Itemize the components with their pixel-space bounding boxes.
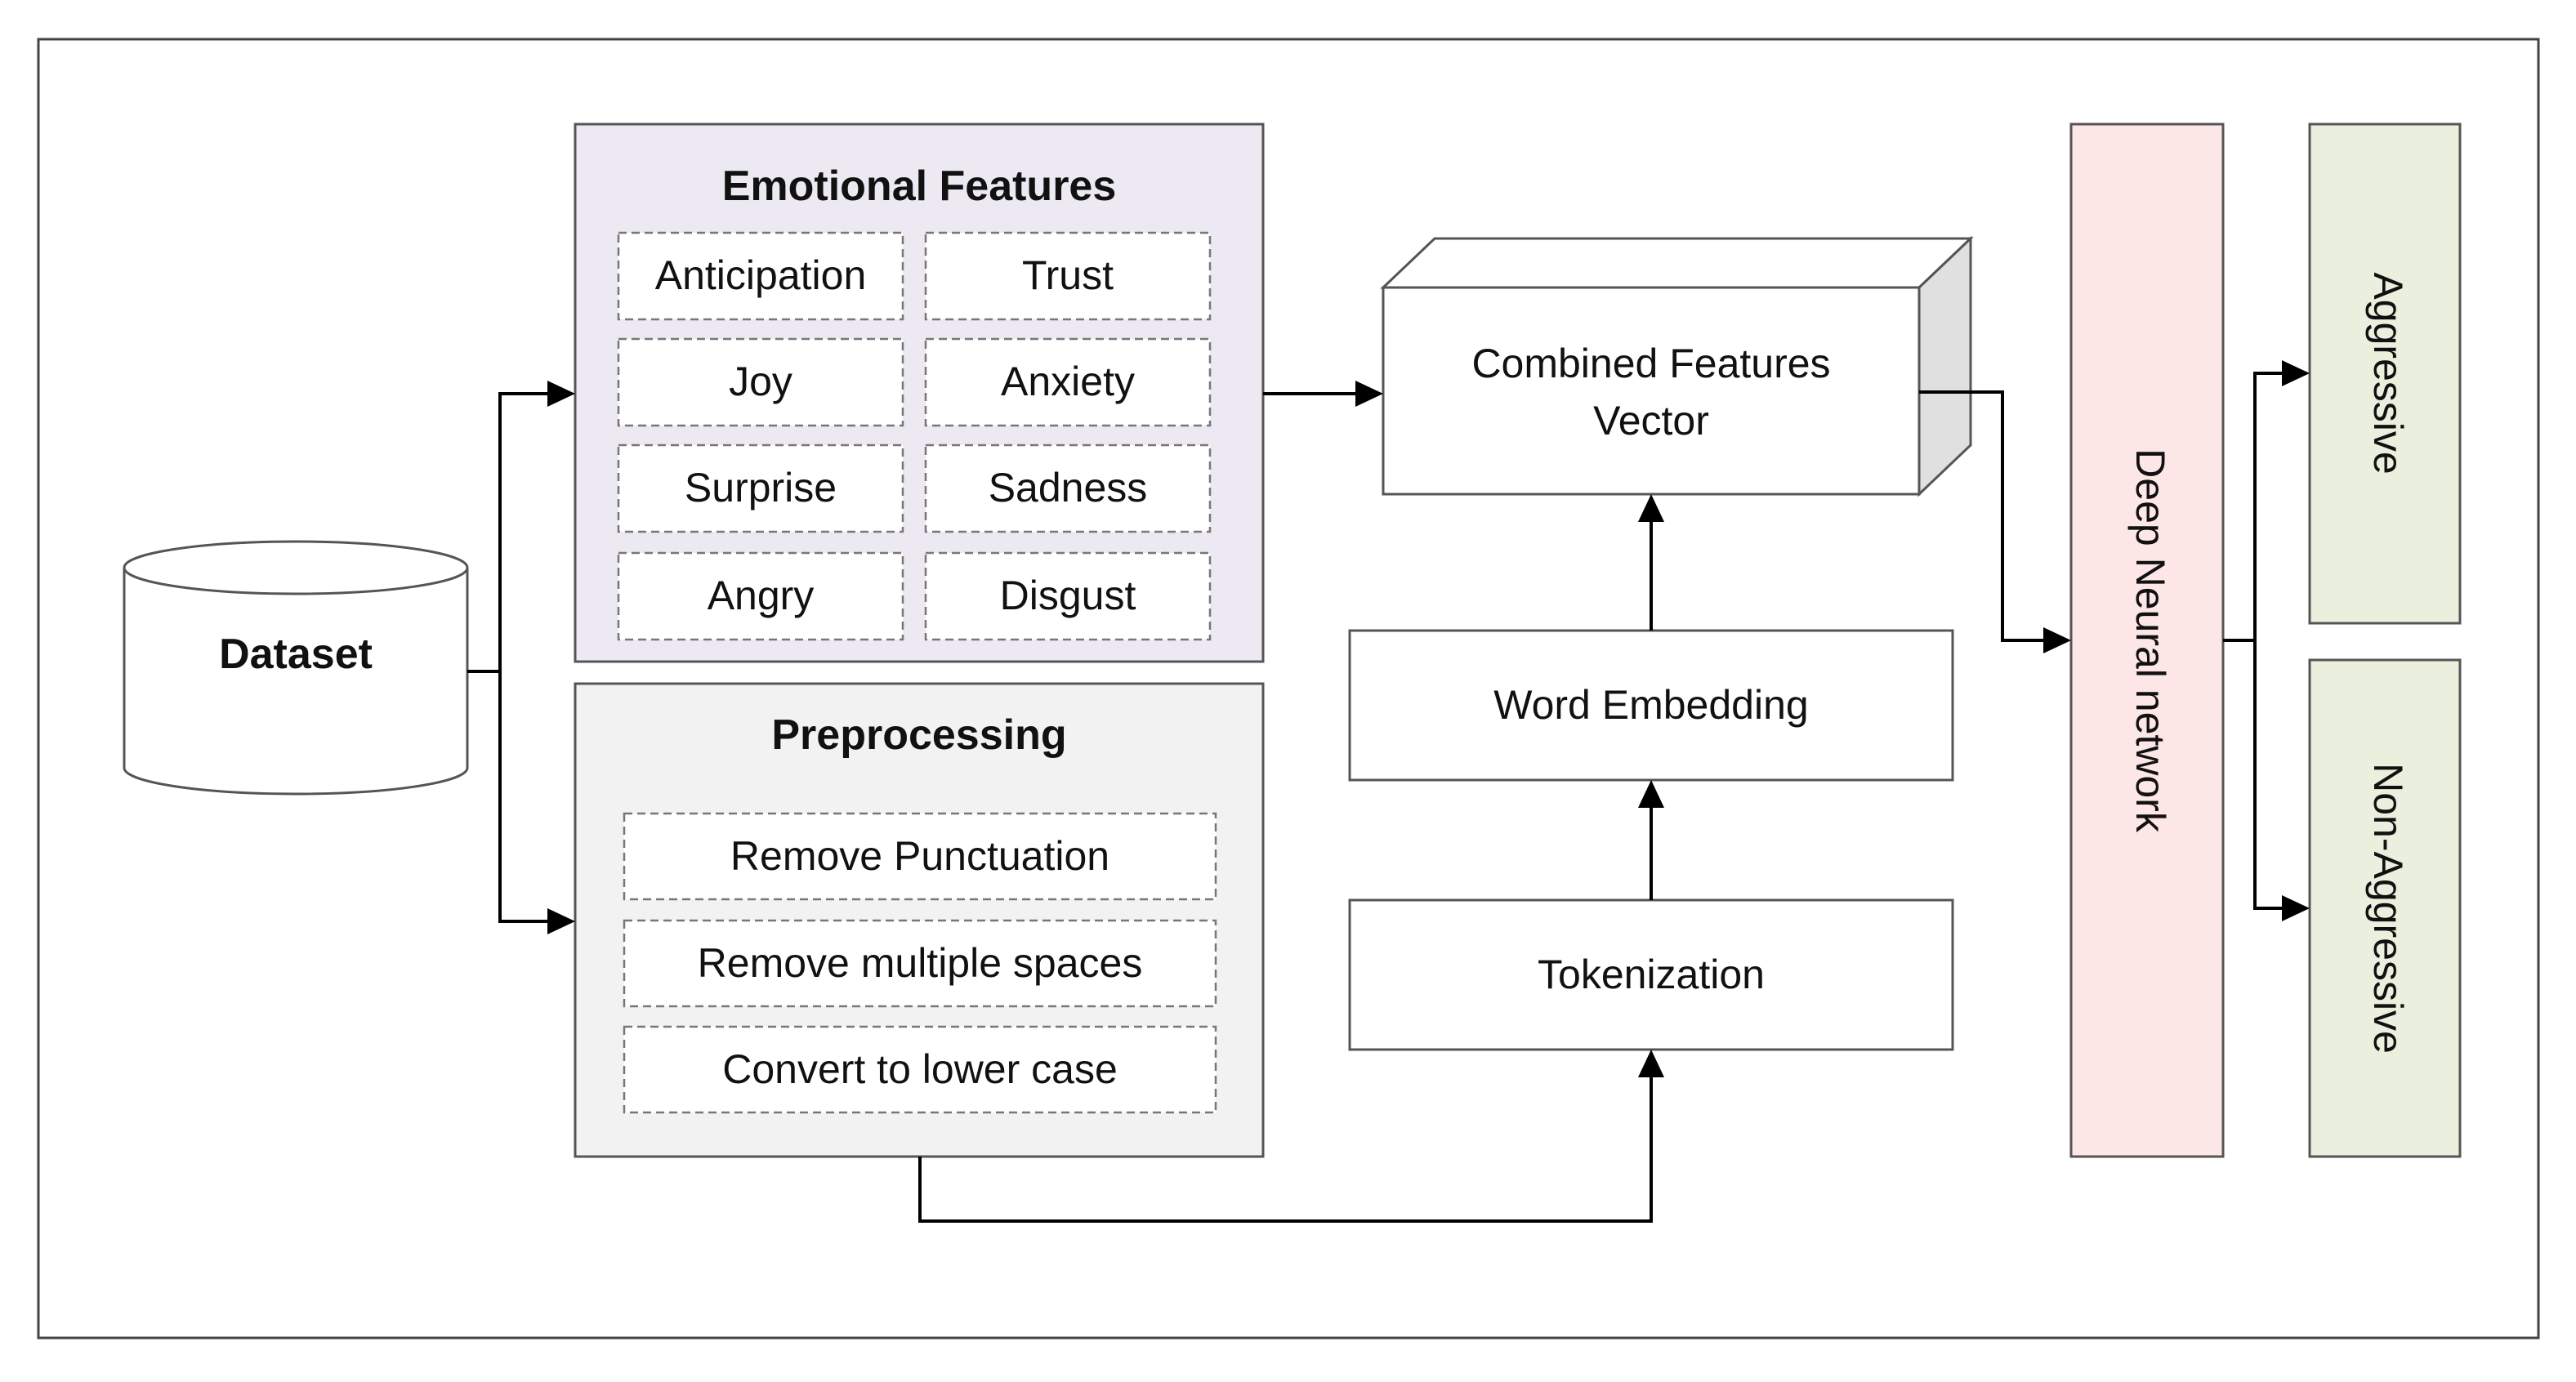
emotion-label: Angry [708, 573, 815, 618]
cube-front-face [1382, 286, 1921, 496]
word-embedding-box [1348, 629, 1954, 782]
aggressive-label: Aggressive [2365, 272, 2411, 474]
emotion-box [617, 337, 904, 427]
arrowhead [2043, 627, 2071, 653]
arrowhead [1355, 381, 1383, 407]
emotion-label: Disgust [1000, 573, 1136, 618]
emotion-box [924, 444, 1212, 533]
tokenization-box [1348, 898, 1954, 1051]
preprocessing-step-label: Convert to lower case [722, 1046, 1118, 1092]
emotional-features-panel: Emotional Features Anticipation Trust Jo… [574, 123, 1265, 663]
aggressive-box [2308, 123, 2462, 625]
dataset-to-emotional-connector [498, 392, 547, 671]
combined-features-cube: Combined Features Vector [1380, 235, 1974, 497]
preprocessing-step-box [623, 1025, 1217, 1114]
arrowhead [2282, 895, 2310, 921]
combined-features-line2: Vector [1593, 398, 1709, 444]
dnn-to-aggressive-connector [2253, 372, 2282, 640]
word-embedding-label: Word Embedding [1493, 682, 1808, 728]
emotion-box [617, 231, 904, 321]
arrowhead [2282, 360, 2310, 386]
arrowhead [1638, 494, 1664, 522]
dnn-to-non-aggressive-connector [2253, 640, 2282, 910]
dataset-cylinder-body [123, 568, 469, 796]
dnn-label: Deep Neural network [2127, 448, 2173, 833]
dataset-to-preprocessing-connector [498, 671, 547, 923]
outer-frame [37, 38, 2540, 1340]
dataset-cylinder-top [123, 540, 469, 595]
preprocessing-panel: Preprocessing Remove Punctuation Remove … [574, 682, 1265, 1158]
preprocessing-title: Preprocessing [771, 711, 1066, 759]
emotion-box [617, 444, 904, 533]
emotion-label: Anticipation [655, 252, 867, 298]
preprocessing-step-label: Remove multiple spaces [698, 940, 1143, 986]
combined-features-line1: Combined Features [1471, 341, 1830, 386]
emotion-label: Anxiety [1001, 359, 1135, 404]
emotion-label: Surprise [685, 465, 837, 510]
combined-to-dnn-connector [1919, 390, 2043, 642]
preprocessing-to-tokenization-connector [918, 1077, 1653, 1223]
dnn-box [2069, 123, 2225, 1158]
emotion-label: Trust [1022, 252, 1114, 298]
preprocessing-step-box [623, 919, 1217, 1008]
dataset-cylinder: Dataset [123, 540, 469, 796]
emotion-box [924, 337, 1212, 427]
emotion-label: Joy [729, 359, 792, 404]
arrowhead [1638, 1050, 1664, 1077]
tokenization-label: Tokenization [1538, 952, 1765, 997]
emotion-box [924, 231, 1212, 321]
preprocessing-step-label: Remove Punctuation [730, 833, 1109, 879]
preprocessing-step-box [623, 812, 1217, 901]
non-aggressive-box [2308, 658, 2462, 1158]
dataset-label: Dataset [219, 631, 373, 678]
arrowhead [1638, 780, 1664, 808]
non-aggressive-label: Non-Aggressive [2365, 763, 2411, 1054]
emotion-label: Sadness [989, 465, 1148, 510]
emotion-box [617, 551, 904, 641]
arrowhead [547, 381, 575, 407]
cube-top-face [1380, 237, 1974, 289]
emotion-box [924, 551, 1212, 641]
arrowhead [547, 908, 575, 934]
emotional-features-title: Emotional Features [722, 163, 1117, 210]
